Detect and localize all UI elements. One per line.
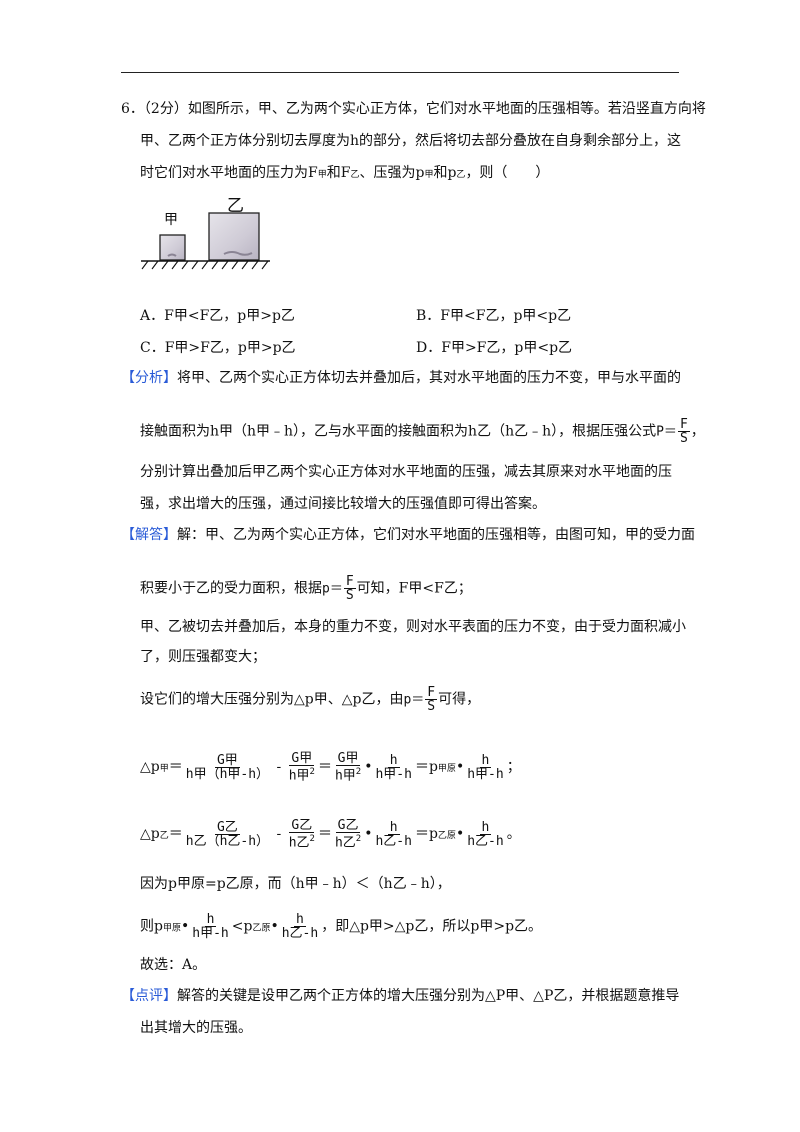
question-line-2: 甲、乙两个正方体分别切去厚度为h的部分，然后将切去部分叠放在自身剩余部分上，这 xyxy=(140,133,682,149)
header-rule xyxy=(121,72,679,73)
option-c[interactable]: C．F甲>F乙，p甲>p乙 xyxy=(140,340,296,356)
analysis-line-3: 分别计算出叠加后甲乙两个实心正方体对水平地面的压强，减去其原来对水平地面的压 xyxy=(140,464,672,480)
cube-jia xyxy=(159,234,186,261)
option-d[interactable]: D．F甲>F乙，p甲<p乙 xyxy=(416,340,573,356)
label-jia: 甲 xyxy=(164,212,178,228)
analysis-line-2: 接触面积为h甲（h甲﹣h），乙与水平面的接触面积为h乙（h乙﹣h），根据压强公式… xyxy=(140,417,705,446)
comment-line-1: 【点评】解答的关键是设甲乙两个正方体的增大压强分别为△P甲、△P乙，并根据题意推… xyxy=(121,988,680,1004)
cube-yi xyxy=(208,212,260,261)
question-number: 6． xyxy=(121,101,144,117)
comment-tag: 【点评】 xyxy=(121,988,177,1004)
label-yi: 乙 xyxy=(227,196,244,216)
solution-line-8: 因为p甲原=p乙原，而（h甲﹣h）＜（h乙﹣h）， xyxy=(140,876,451,892)
analysis-tag: 【分析】 xyxy=(121,370,177,386)
option-b[interactable]: B．F甲<F乙，p甲<p乙 xyxy=(416,308,572,324)
analysis-line-4: 强，求出增大的压强，通过间接比较增大的压强值即可得出答案。 xyxy=(140,496,546,512)
solution-line-1: 【解答】解：甲、乙为两个实心正方体，它们对水平地面的压强相等，由图可知，甲的受力… xyxy=(121,527,695,543)
solution-tag: 【解答】 xyxy=(121,527,177,543)
solution-answer: 故选：A。 xyxy=(140,957,207,973)
comment-line-2: 出其增大的压强。 xyxy=(140,1020,252,1036)
solution-line-4: 了，则压强都变大； xyxy=(140,649,266,665)
ground-hatch xyxy=(141,260,269,270)
analysis-line-1: 【分析】将甲、乙两个实心正方体切去并叠加后，其对水平地面的压力不变，甲与水平面的 xyxy=(121,370,681,386)
option-a[interactable]: A．F甲<F乙，p甲>p乙 xyxy=(140,308,295,324)
question-score: （2分） xyxy=(143,101,188,117)
question-line-1: 6．（2分）如图所示，甲、乙为两个实心正方体，它们对水平地面的压强相等。若沿竖直… xyxy=(121,101,706,117)
solution-line-3: 甲、乙被切去并叠加后，本身的重力不变，则对水平表面的压力不变，由于受力面积减小 xyxy=(140,619,686,635)
cubes-figure: 甲 乙 xyxy=(141,196,270,270)
question-line-3: 时它们对水平地面的压力为F甲和F乙、压强为p甲和p乙，则（ ） xyxy=(140,165,550,181)
